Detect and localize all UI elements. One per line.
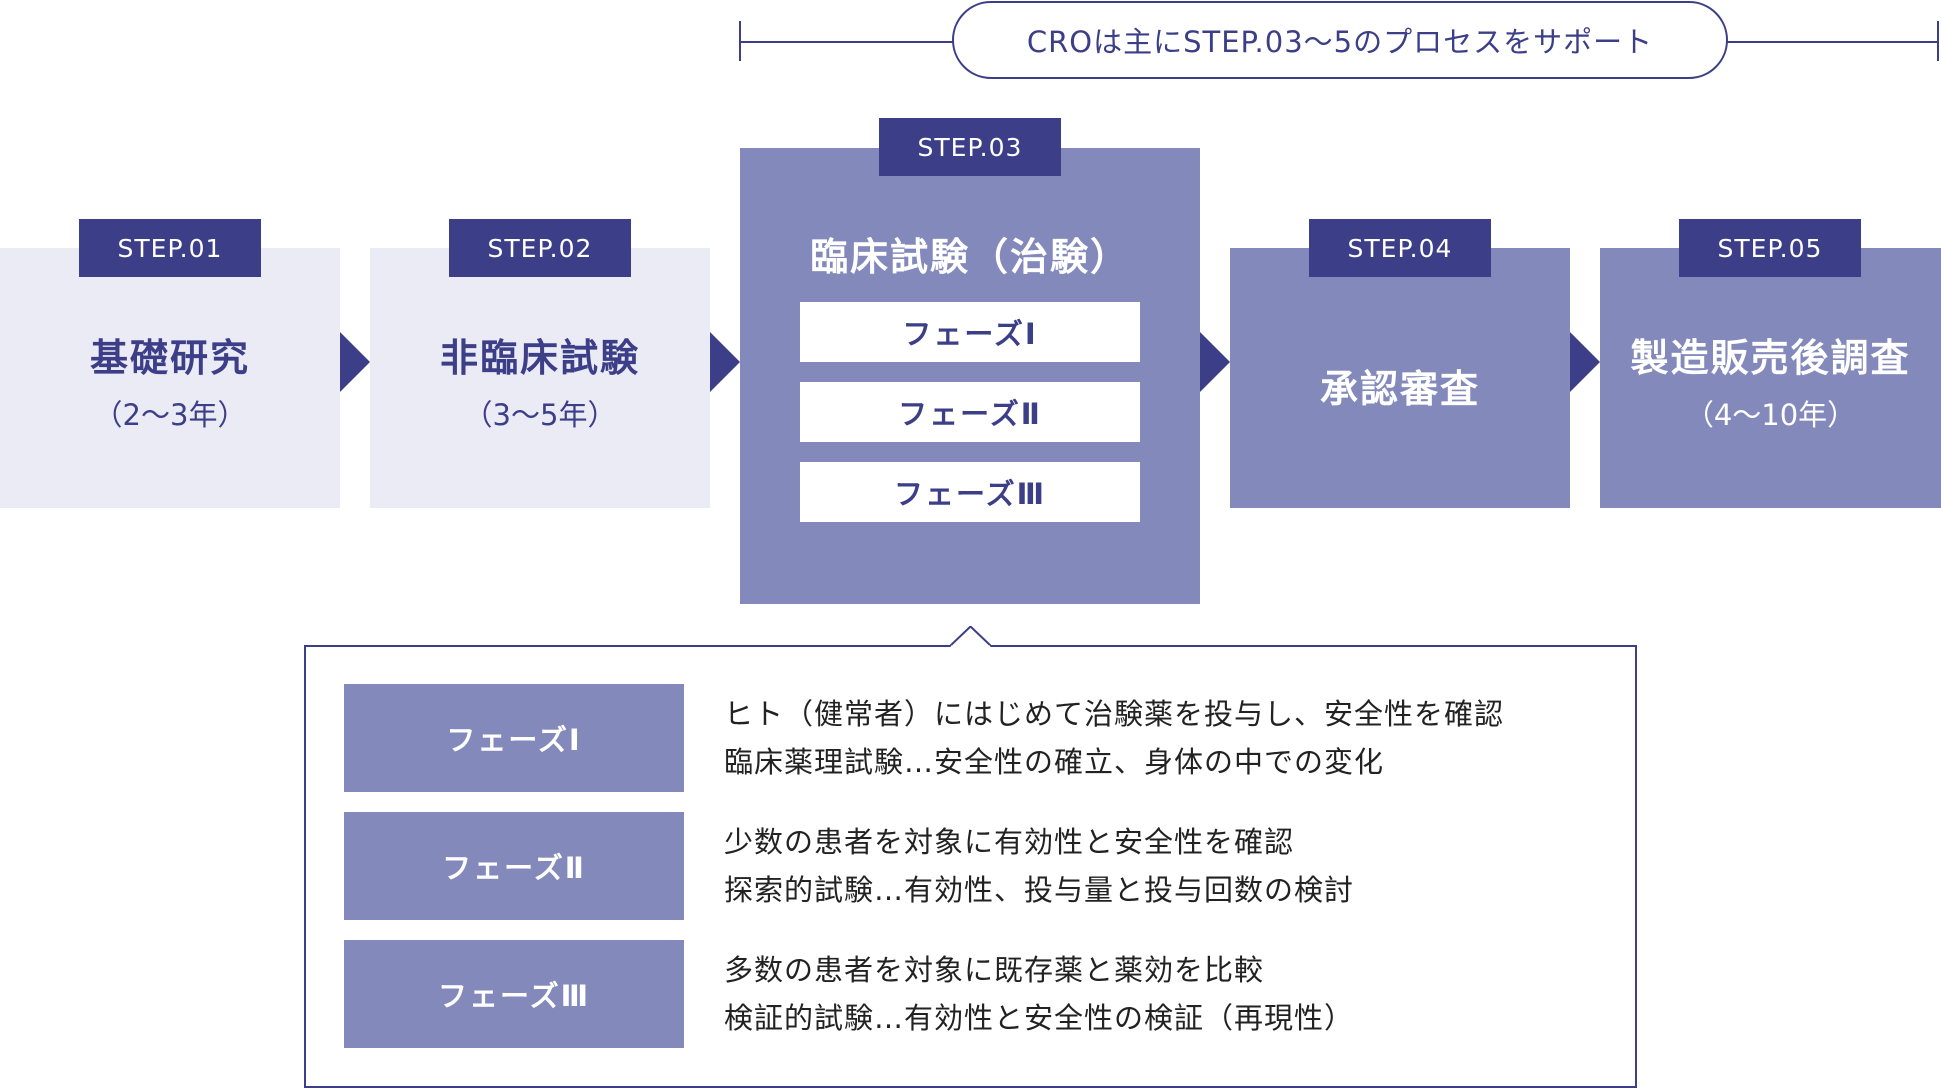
- step-03-phase-1: フェーズⅠ: [800, 302, 1140, 362]
- phase-2-line-2: 探索的試験…有効性、投与量と投与回数の検討: [724, 873, 1355, 907]
- phase-3-line-1: 多数の患者を対象に既存薬と薬効を比較: [724, 953, 1265, 987]
- arrow-right-icon: [710, 332, 740, 392]
- step-05-box: 製造販売後調査 （4〜10年）: [1600, 248, 1941, 508]
- phase-1-label: フェーズⅠ: [344, 684, 684, 792]
- step-03-phase-2: フェーズⅡ: [800, 382, 1140, 442]
- step-02-badge: STEP.02: [449, 219, 631, 277]
- phase-2-line-1: 少数の患者を対象に有効性と安全性を確認: [724, 825, 1295, 859]
- phase-1-description: ヒト（健常者）にはじめて治験薬を投与し、安全性を確認 臨床薬理試験…安全性の確立…: [724, 690, 1504, 786]
- phase-3-description: 多数の患者を対象に既存薬と薬効を比較 検証的試験…有効性と安全性の検証（再現性）: [724, 946, 1354, 1042]
- step-01-duration: （2〜3年）: [93, 397, 247, 432]
- cro-bracket-right-line: [1726, 41, 1939, 43]
- arrow-right-icon: [340, 332, 370, 392]
- step-04-title: 承認審査: [1319, 366, 1480, 411]
- cro-support-note: CROは主にSTEP.03〜5のプロセスをサポート: [952, 1, 1728, 79]
- phase-3-label: フェーズⅢ: [344, 940, 684, 1048]
- step-03-badge: STEP.03: [879, 118, 1061, 176]
- step-03-phase-3: フェーズⅢ: [800, 462, 1140, 522]
- arrow-right-icon: [1570, 332, 1600, 392]
- step-03-title: 臨床試験（治験）: [809, 235, 1130, 279]
- cro-bracket-right-tick: [1937, 21, 1939, 61]
- step-02-title: 非臨床試験: [439, 335, 640, 380]
- step-01-badge: STEP.01: [79, 219, 261, 277]
- phase-1-line-2: 臨床薬理試験…安全性の確立、身体の中での変化: [724, 745, 1385, 779]
- step-05-duration: （4〜10年）: [1684, 397, 1857, 432]
- step-01-title: 基礎研究: [89, 335, 250, 380]
- phase-2-description: 少数の患者を対象に有効性と安全性を確認 探索的試験…有効性、投与量と投与回数の検…: [724, 818, 1354, 914]
- step-03-box: 臨床試験（治験）: [740, 148, 1200, 604]
- arrow-right-icon: [1200, 332, 1230, 392]
- step-05-badge: STEP.05: [1679, 219, 1861, 277]
- phase-2-label: フェーズⅡ: [344, 812, 684, 920]
- step-04-badge: STEP.04: [1309, 219, 1491, 277]
- step-01-box: 基礎研究 （2〜3年）: [0, 248, 340, 508]
- phase-3-line-2: 検証的試験…有効性と安全性の検証（再現性）: [724, 1001, 1355, 1035]
- step-02-duration: （3〜5年）: [463, 397, 617, 432]
- cro-bracket-left-line: [739, 41, 954, 43]
- panel-pointer-notch: [950, 626, 991, 649]
- step-02-box: 非臨床試験 （3〜5年）: [370, 248, 710, 508]
- step-05-title: 製造販売後調査: [1630, 335, 1911, 380]
- step-04-box: 承認審査: [1230, 248, 1570, 508]
- phase-1-line-1: ヒト（健常者）にはじめて治験薬を投与し、安全性を確認: [724, 697, 1505, 731]
